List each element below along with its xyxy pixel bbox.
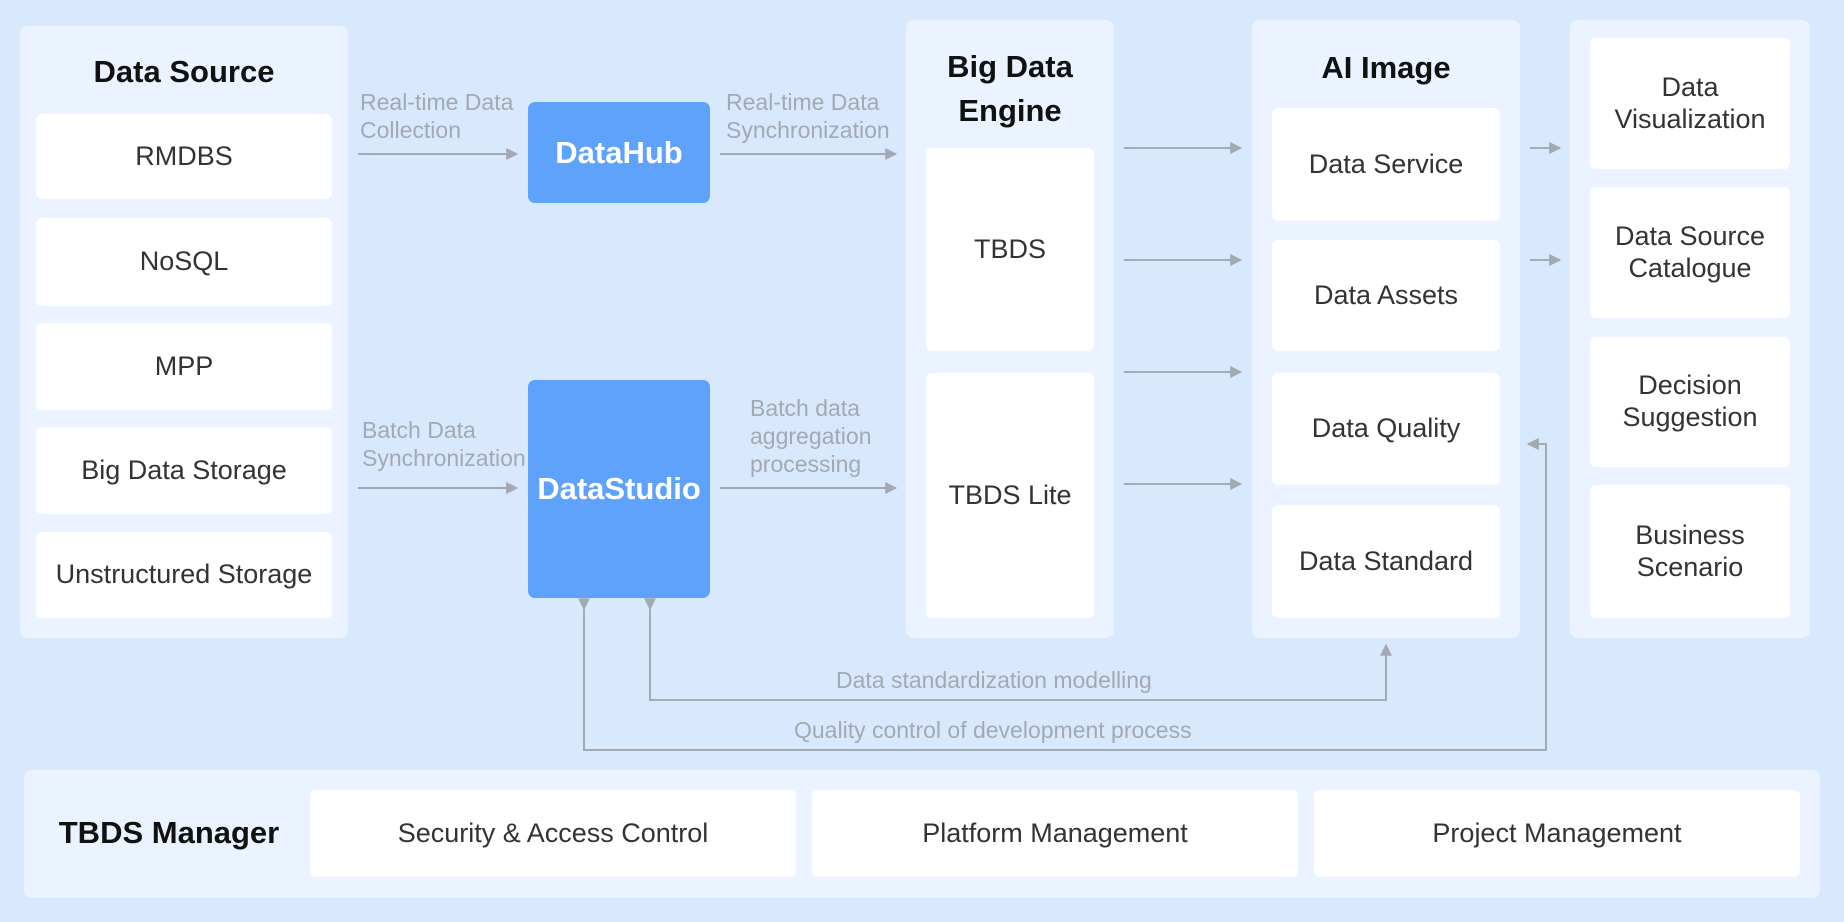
ai-image-title: AI Image — [1321, 50, 1451, 85]
label-standardization-modelling: Data standardization modelling — [836, 667, 1152, 693]
label-quality-control: Quality control of development process — [794, 717, 1192, 743]
arrow-quality-control-loop — [578, 438, 1547, 751]
big-data-engine-title: Big Data Engine — [947, 49, 1073, 128]
source-unstructured-storage[interactable]: Unstructured Storage — [36, 532, 332, 618]
arrow-standardization-loop — [644, 598, 1392, 701]
manager-platform-management[interactable]: Platform Management — [812, 790, 1298, 877]
datahub-box[interactable]: DataHub — [528, 102, 710, 203]
manager-project-management[interactable]: Project Management — [1314, 790, 1800, 877]
source-nosql[interactable]: NoSQL — [36, 218, 332, 306]
source-mpp[interactable]: MPP — [36, 323, 332, 410]
ai-data-assets[interactable]: Data Assets — [1272, 240, 1500, 351]
label-realtime-collection: Real-time Data Collection — [360, 89, 514, 143]
source-big-data-storage[interactable]: Big Data Storage — [36, 427, 332, 514]
source-rmdbs[interactable]: RMDBS — [36, 114, 332, 199]
manager-security-access-control[interactable]: Security & Access Control — [310, 790, 796, 877]
ai-data-service[interactable]: Data Service — [1272, 108, 1500, 221]
tbds-manager-title: TBDS Manager — [58, 815, 280, 850]
data-source-title: Data Source — [93, 54, 275, 89]
output-data-visualization[interactable]: Data Visualization — [1590, 38, 1790, 169]
engine-tbds[interactable]: TBDS — [926, 148, 1094, 351]
label-realtime-sync: Real-time Data Synchronization — [726, 89, 890, 143]
output-decision-suggestion[interactable]: Decision Suggestion — [1590, 337, 1790, 467]
output-data-source-catalogue[interactable]: Data Source Catalogue — [1590, 187, 1790, 318]
label-batch-sync: Batch Data Synchronization — [362, 417, 526, 471]
output-business-scenario[interactable]: Business Scenario — [1590, 485, 1790, 618]
